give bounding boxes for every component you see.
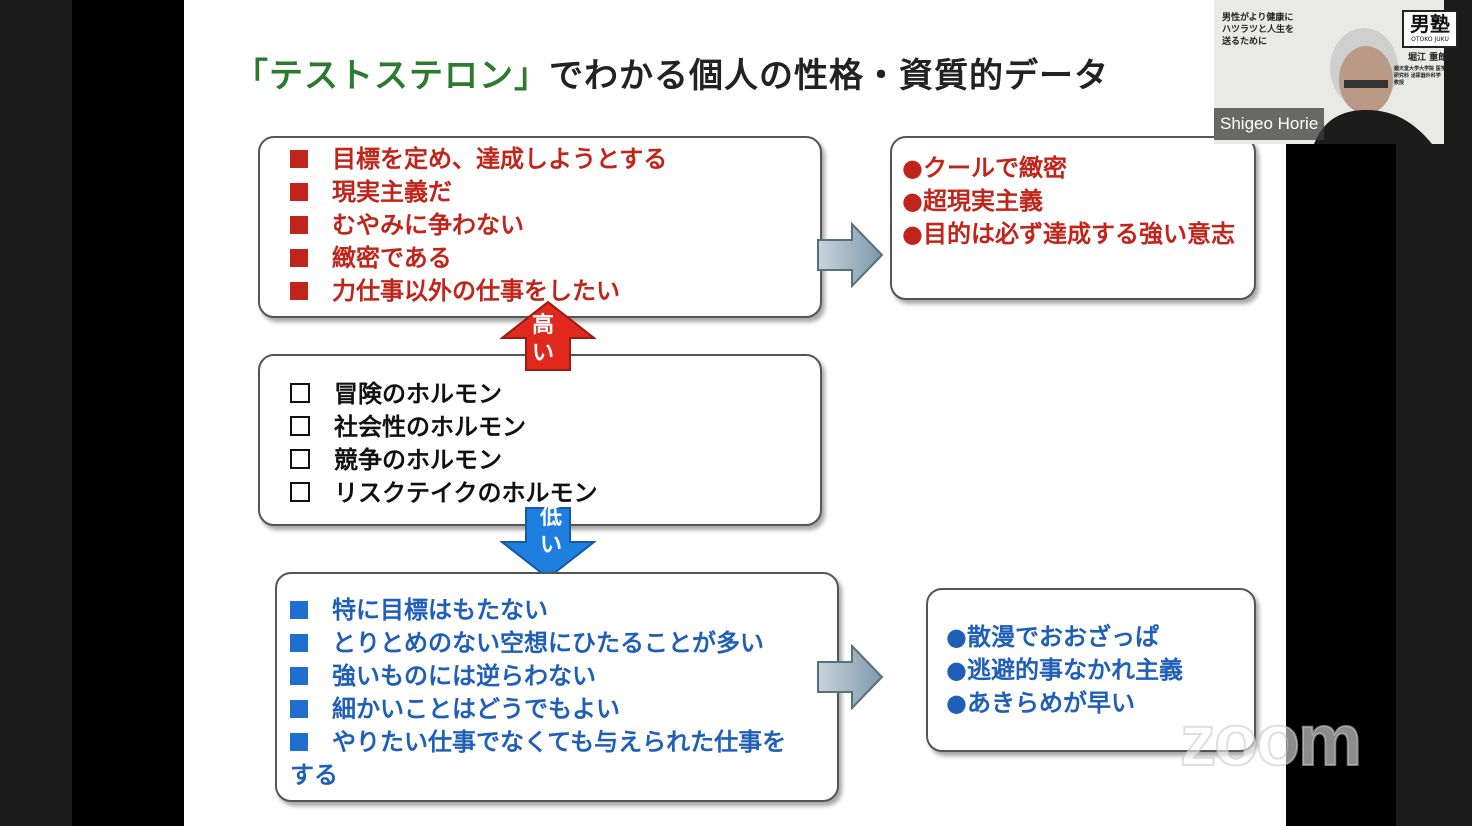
list-item: 競争のホルモン [290,444,598,477]
list-item: 緻密である [290,242,667,275]
presenter-figure [1314,28,1432,144]
high-traits-list: 目標を定め、達成しようとする 現実主義だ むやみに争わない 緻密である 力仕事以… [290,143,667,308]
letterbox-left [72,0,184,826]
bullet-square-icon [290,700,308,718]
hormone-list: 冒険のホルモン 社会性のホルモン 競争のホルモン リスクテイクのホルモン [290,378,598,510]
low-result-box [926,588,1256,752]
bullet-square-icon [290,601,308,619]
list-item: ●あきらめが早い [946,689,1135,717]
list-item: 現実主義だ [290,176,667,209]
list-item: 細かいことはどうでもよい [290,693,830,726]
arrow-up-label: 高い [531,313,554,366]
arrow-right-icon [817,644,884,710]
bullet-square-icon [290,667,308,685]
arrow-up-icon [500,300,596,371]
list-item: ●クールで緻密 [902,154,1067,182]
bullet-square-icon [290,150,308,168]
list-item: 冒険のホルモン [290,378,598,411]
high-result-box [890,136,1256,300]
bullet-hollow-square-icon [290,449,310,469]
bullet-square-icon [290,733,308,751]
list-item: むやみに争わない [290,209,667,242]
high-testosterone-box [258,136,822,318]
banner-text: 男性がより健康にハツラツと人生を送るために [1222,13,1295,47]
participant-name-tag: Shigeo Horie [1214,108,1325,140]
list-item: とりとめのない空想にひたることが多い [290,627,830,660]
bullet-square-icon [290,216,308,234]
presenter-label: 堀江 重郎 [1408,53,1448,63]
bullet-square-icon [290,249,308,267]
low-testosterone-box [275,572,839,802]
logo-text: 男塾 [1410,12,1450,36]
list-item: 目標を定め、達成しようとする [290,143,667,176]
title-quote: 「テストステロン」 [234,56,549,96]
bullet-square-icon [290,634,308,652]
high-result-list: ●クールで緻密 ●超現実主義 ●目的は必ず達成する強い意志 [902,152,1242,251]
low-result-list: ●散漫でおおざっぱ ●逃避的事なかれ主義 ●あきらめが早い [946,621,1183,720]
bullet-hollow-square-icon [290,383,310,403]
list-item: ●散漫でおおざっぱ [946,623,1159,651]
arrow-right-icon [817,222,884,288]
presenter-affiliation: 順天堂大学大学院 医学研究科 泌尿器外科学 教授 [1394,66,1446,86]
list-item: 強いものには逆らわない [290,660,830,693]
bullet-square-icon [290,183,308,201]
logo-subtext: OTOKO JUKU [1411,36,1449,43]
list-item: 特に目標はもたない [290,594,830,627]
otoko-juku-logo: 男塾 OTOKO JUKU [1402,10,1458,48]
arrow-down-label: 低い [539,505,562,558]
bullet-hollow-square-icon [290,482,310,502]
list-item: ●超現実主義 [902,187,1043,215]
list-item: ●目的は必ず達成する強い意志 [902,220,1235,248]
bullet-hollow-square-icon [290,416,310,436]
zoom-watermark: zoom [1179,700,1363,782]
arrow-down-icon [500,507,596,580]
list-item: 力仕事以外の仕事をしたい [290,275,667,308]
title-rest: でわかる個人の性格・資質的データ [549,56,1109,96]
list-item: やりたい仕事でなくても与えられた仕事をする [290,728,787,789]
slide-title: 「テストステロン」でわかる個人の性格・資質的データ [234,48,1109,97]
list-item: リスクテイクのホルモン [290,477,598,510]
list-item: ●逃避的事なかれ主義 [946,656,1183,684]
list-item: 社会性のホルモン [290,411,598,444]
low-traits-list: 特に目標はもたない とりとめのない空想にひたることが多い 強いものには逆らわない… [290,594,830,792]
window-edge-left [0,0,72,826]
bullet-square-icon [290,282,308,300]
